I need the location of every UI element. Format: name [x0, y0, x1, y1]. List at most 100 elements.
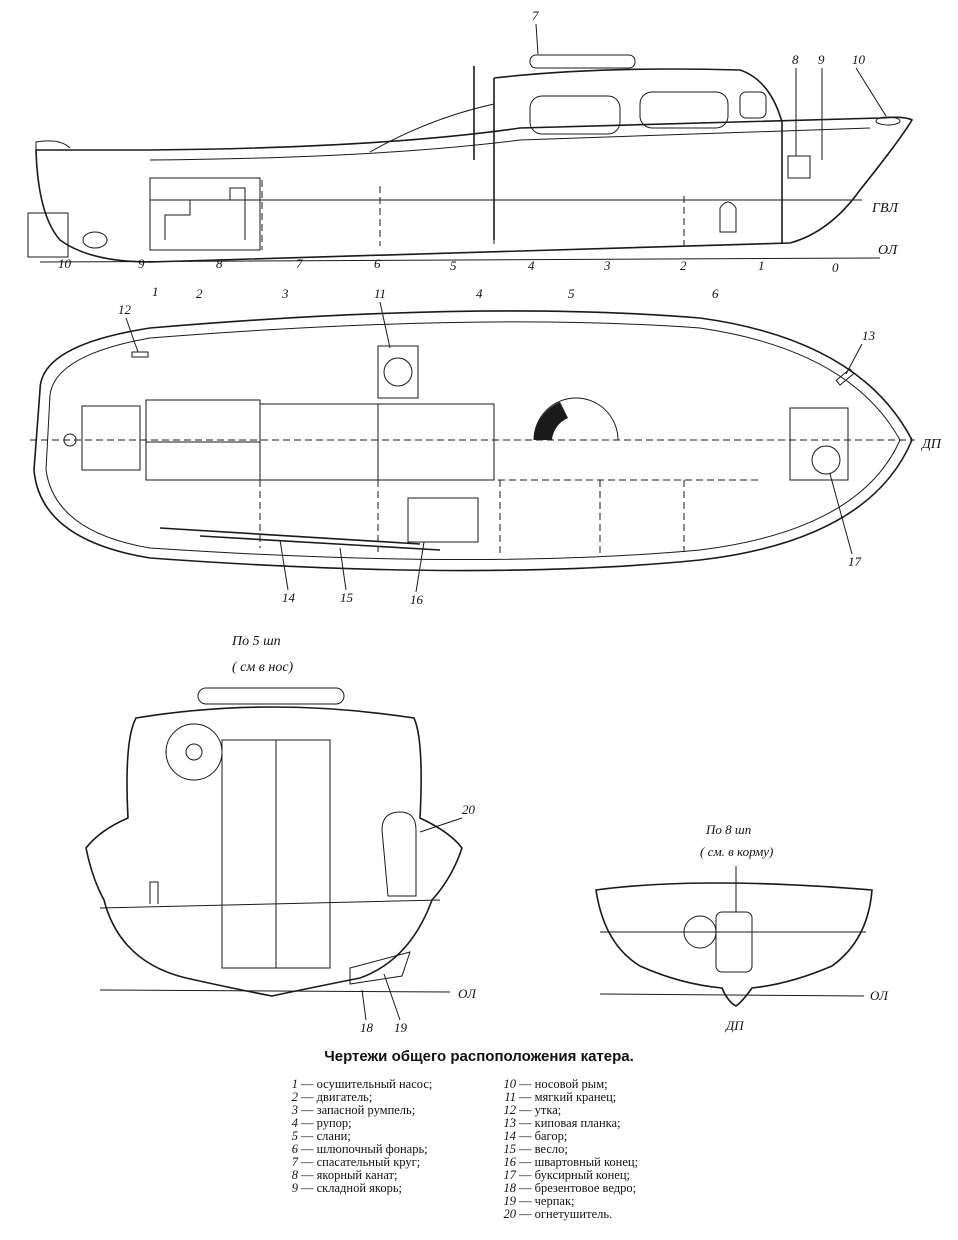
legend-item: 6— шлюпочный фонарь; [291, 1142, 428, 1156]
fairlead [835, 368, 855, 386]
section-5-title-2: ( см в нос) [232, 660, 294, 675]
section-8-outline [595, 882, 873, 1007]
legend-item: 19— черпак; [503, 1194, 575, 1208]
callout-15: 15 [340, 590, 354, 605]
section-frame-8: По 8 шп ( см. в корму) ОЛ ДП [595, 822, 889, 1033]
section-5-scoop [349, 951, 411, 985]
cabin-outline [493, 68, 783, 244]
chain-locker [787, 155, 811, 179]
base-line [39, 257, 881, 263]
legend-item: 16— швартовный конец; [503, 1155, 639, 1169]
mooring-line-box [407, 497, 479, 543]
legend-item: 10— носовой рым; [503, 1077, 608, 1091]
frame-2: 2 [680, 258, 687, 273]
leader-17 [829, 473, 853, 555]
soft-fender-box [377, 345, 419, 399]
boat-lantern [719, 201, 737, 233]
leader-19 [383, 973, 401, 1021]
frame-3: 3 [603, 258, 611, 273]
section-5-waterline [99, 899, 441, 909]
section-5-bucket [149, 881, 159, 904]
legend-item: 17— буксирный конец; [503, 1168, 631, 1182]
frame-5: 5 [450, 258, 457, 273]
callout-5: 5 [568, 286, 575, 301]
callout-18: 18 [360, 1020, 374, 1035]
cleat [131, 351, 149, 358]
section-5-wheel-hub [185, 743, 203, 761]
section-8-label-ol: ОЛ [870, 988, 889, 1003]
legend-item: 9— складной якорь; [291, 1181, 403, 1195]
side-view: ГВЛ ОЛ 1 2 3 4 5 6 7 8 9 10 10 9 8 7 6 5… [27, 8, 914, 301]
frame-4: 4 [528, 258, 535, 273]
section-8-label-dp: ДП [724, 1018, 745, 1033]
floor-panel-2 [145, 441, 261, 481]
legend-item: 18— брезентовое ведро; [503, 1181, 637, 1195]
towing-line-coil [811, 445, 841, 475]
hatch-arc [533, 397, 619, 441]
oar [199, 535, 441, 551]
callout-9: 9 [818, 52, 825, 67]
callout-1: 1 [152, 284, 159, 299]
legend-item: 4— рупор; [291, 1116, 352, 1130]
callout-3: 3 [281, 286, 289, 301]
section-5-baseline [99, 989, 451, 993]
hull-plan-inner [45, 321, 901, 561]
legend-item: 13— киповая планка; [503, 1116, 621, 1130]
callout-13: 13 [862, 328, 876, 343]
rudder [27, 212, 69, 258]
callout-12: 12 [118, 302, 132, 317]
leader-11 [379, 301, 391, 349]
leader-15 [339, 547, 347, 591]
frame-lines [261, 180, 685, 250]
boathook [159, 527, 421, 545]
legend-item: 20— огнетушитель. [503, 1207, 613, 1221]
legend-item: 3— запасной румпель; [291, 1103, 416, 1117]
callout-17: 17 [848, 554, 862, 569]
hatch-dark-segment [534, 402, 568, 440]
label-dp: ДП [920, 437, 942, 452]
legend-right-column: 10— носовой рым; 11— мягкий кранец; 12— … [502, 1078, 684, 1221]
label-ol: ОЛ [878, 243, 899, 258]
legend-item: 1— осушительный насос; [291, 1077, 433, 1091]
section-8-engine-block [715, 911, 753, 973]
leader-12 [125, 317, 139, 353]
callout-7: 7 [532, 8, 539, 23]
propeller [82, 231, 108, 249]
frame-9: 9 [138, 256, 145, 271]
section-5-lifebuoy [197, 687, 345, 705]
leader-7 [535, 23, 539, 55]
callout-20: 20 [462, 802, 476, 817]
stern-box [81, 405, 141, 471]
drawing-caption: Чертежи общего распоположения катера. [324, 1048, 634, 1065]
legend-item: 5— слани; [291, 1129, 351, 1143]
floor-panel-4 [377, 403, 495, 481]
stern-rail [35, 140, 71, 150]
legend-item: 8— якорный канат; [291, 1168, 398, 1182]
cabin-window-2 [639, 91, 729, 129]
stern-fitting [63, 433, 77, 447]
section-8-title-1: По 8 шп [705, 822, 751, 837]
legend-item: 12— утка; [503, 1103, 562, 1117]
legend-item: 11— мягкий кранец; [504, 1090, 617, 1104]
callout-19: 19 [394, 1020, 408, 1035]
legend-left-column: 1— осушительный насос; 2— двигатель; 3— … [284, 1078, 452, 1195]
section-8-baseline [599, 993, 865, 997]
cabin-window-1 [529, 95, 621, 135]
general-arrangement-drawing: ГВЛ ОЛ 1 2 3 4 5 6 7 8 9 10 10 9 8 7 6 5… [27, 8, 942, 1035]
section-frame-5: По 5 шп ( см в нос) ОЛ 18 19 20 [85, 634, 477, 1035]
floor-panel-3 [259, 403, 379, 481]
section-5-outline [85, 706, 463, 997]
cabin-window-3 [739, 91, 767, 119]
lifebuoy-side [529, 54, 636, 69]
callout-10: 10 [852, 52, 866, 67]
leader-20 [419, 817, 463, 833]
legend-item: 14— багор; [503, 1129, 568, 1143]
legend-item: 2— двигатель; [291, 1090, 373, 1104]
windshield-line [369, 103, 495, 153]
bow-ring [875, 116, 901, 126]
deck-line [149, 127, 871, 161]
towing-line-box [789, 407, 849, 481]
frame-10: 10 [58, 256, 72, 271]
label-gvl: ГВЛ [871, 201, 900, 216]
callout-11: 11 [374, 286, 386, 301]
